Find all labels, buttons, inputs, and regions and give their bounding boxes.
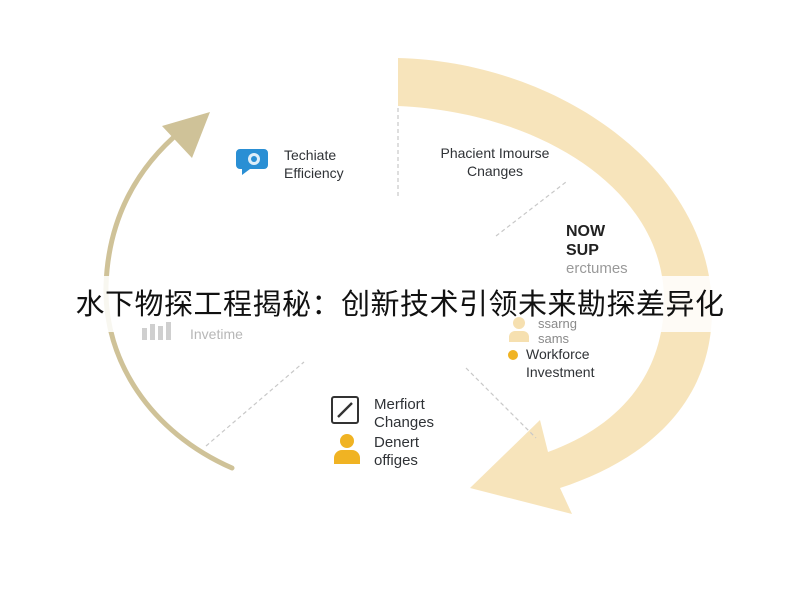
node-right-upper-line3: erctumes — [566, 260, 628, 277]
banner-title: 水下物探工程揭秘：创新技术引领未来勘探差异化 — [75, 287, 725, 321]
person-icon — [334, 434, 360, 464]
node-top-right-line1: Phacient Imourse — [440, 145, 550, 161]
bar-chart-icon — [142, 322, 171, 340]
connector-left-bottom — [205, 361, 305, 447]
node-right-lower-line2: sams — [538, 331, 570, 346]
node-top-right-line2: Cnanges — [466, 163, 524, 179]
pen-square-icon — [331, 396, 359, 424]
node-right-upper: NOW SUP erctumes — [566, 222, 628, 278]
node-left-middle: Invetime — [190, 326, 243, 342]
node-bottom-upper-line1: Merfiort — [374, 396, 425, 413]
connector-right-bottom — [465, 367, 537, 439]
node-bottom-lower: Denert offiges — [374, 434, 419, 470]
node-bottom-lower-line1: Denert — [374, 434, 420, 451]
node-top-right: Phacient Imourse Cnanges — [414, 144, 576, 180]
node-bottom-upper-line2: Changes — [374, 414, 435, 431]
right-cycle-arrow — [398, 58, 712, 514]
node-right-upper-line1: NOW — [566, 223, 606, 240]
node-top-left-line2: Efficiency — [284, 165, 344, 181]
node-top-left: Techiate Efficiency — [284, 146, 344, 182]
node-right-lower-line1: ssarng — [538, 316, 578, 331]
left-arrow-head — [162, 112, 210, 158]
node-bottom-lower-line2: offiges — [374, 452, 418, 469]
node-right-upper-line2: SUP — [566, 242, 599, 259]
node-right-bottom: Workforce Investment — [526, 345, 594, 381]
node-bottom-upper: Merfiort Changes — [374, 396, 434, 432]
node-right-bottom-line1: Workforce — [526, 346, 590, 362]
node-top-left-line1: Techiate — [284, 147, 337, 163]
connector-top-right — [495, 181, 567, 237]
chat-bubble-icon — [236, 149, 268, 175]
dot-icon — [508, 350, 518, 360]
node-right-bottom-line2: Investment — [526, 364, 595, 380]
title-banner — [0, 276, 800, 332]
person-icon — [509, 317, 529, 342]
node-right-lower: ssarng sams — [538, 316, 577, 346]
